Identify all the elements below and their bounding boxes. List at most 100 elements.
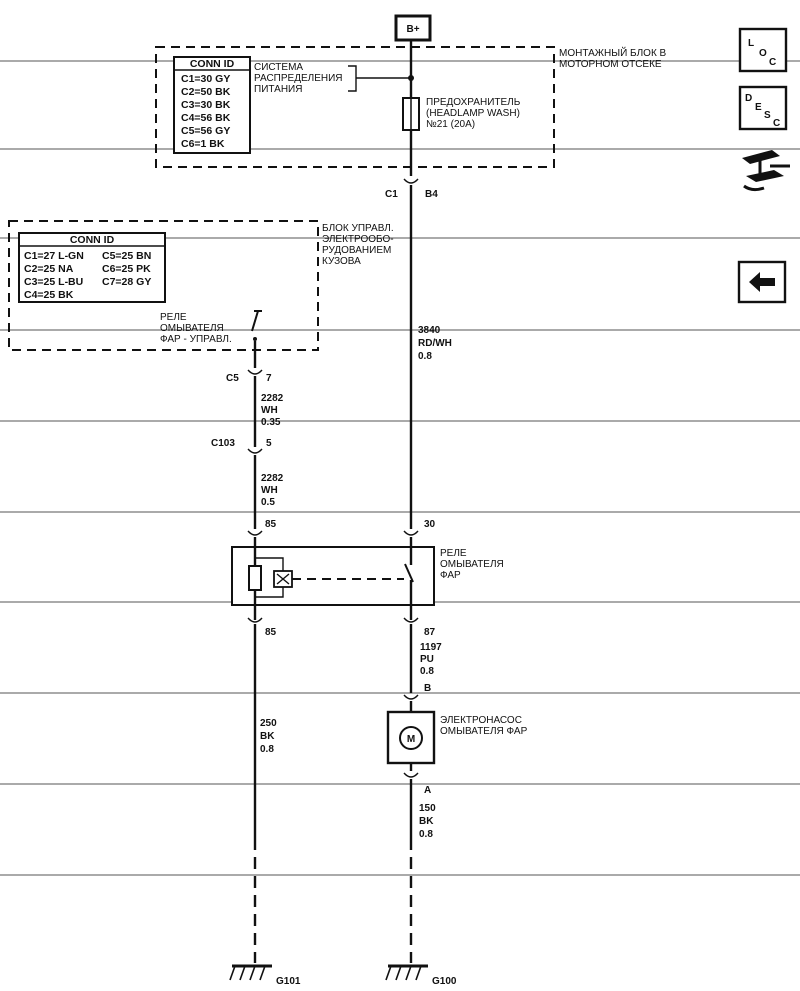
wire-number: 1197 (420, 642, 442, 653)
description-button-letter: D (745, 93, 752, 104)
relay-pin-85-top-icon (247, 530, 263, 536)
wire-color: RD/WH (418, 338, 452, 349)
ground-g101-icon (229, 964, 272, 981)
bcm-title-2: ЭЛЕКТРООБО- (322, 234, 394, 245)
location-button-letter: C (769, 57, 776, 68)
fuse-label-3: №21 (20A) (426, 119, 475, 130)
connector-c5-icon (247, 369, 263, 375)
connector-c5-label: C5 (226, 373, 239, 384)
relay-label-1: РЕЛЕ (440, 548, 467, 559)
conn-id-entry: C1=27 L-GN (24, 250, 84, 262)
description-button-letter: C (773, 118, 780, 129)
location-button-letter: L (748, 38, 754, 49)
wire-color: WH (261, 485, 278, 496)
location-button[interactable]: L O C (738, 27, 788, 73)
wire-number: 3840 (418, 325, 441, 336)
relay-pin-label: 30 (424, 519, 436, 530)
bcm-relay-label-3: ФАР - УПРАВЛ. (160, 334, 232, 345)
fuse-label-1: ПРЕДОХРАНИТЕЛЬ (426, 97, 521, 108)
bcm-box (8, 220, 319, 351)
relay-label-3: ФАР (440, 570, 461, 581)
connector-c103-pin: 5 (266, 438, 272, 449)
pump-pin-b-icon (403, 694, 419, 700)
relay-pin-85-bottom-icon (247, 617, 263, 623)
wire-color: BK (419, 816, 434, 827)
relay-pin-label: 85 (265, 627, 277, 638)
connector-icon (742, 150, 790, 192)
wire-color: BK (260, 731, 275, 742)
bcm-title-4: КУЗОВА (322, 256, 361, 267)
splice-dot (408, 75, 414, 81)
conn-id-entry: C4=25 BK (24, 289, 74, 301)
wire-color: WH (261, 405, 278, 416)
wire-number: 250 (260, 718, 277, 729)
washer-pump-motor: M (386, 710, 436, 765)
fuse-icon (402, 97, 420, 131)
power-distribution-label-2: РАСПРЕДЕЛЕНИЯ (254, 73, 343, 84)
connector-view-button[interactable] (742, 150, 790, 192)
headlamp-washer-relay (231, 537, 435, 620)
fuse-label-2: (HEADLAMP WASH) (426, 108, 520, 119)
conn-id-entry: C2=25 NA (24, 263, 74, 275)
back-button[interactable] (737, 260, 787, 304)
conn-id-title: CONN ID (190, 58, 235, 70)
conn-id-entry: C2=50 BK (181, 86, 231, 98)
wire-size: 0.5 (261, 497, 275, 508)
fuse-block-box (155, 46, 555, 168)
relay-switch-contact-icon (404, 563, 414, 583)
relay-pin-label: 87 (424, 627, 436, 638)
bcm-title-3: РУДОВАНИЕМ (322, 245, 391, 256)
fuse-block-conn-id-table: CONN ID C1=30 GY C2=50 BK C3=30 BK C4=56… (173, 56, 251, 154)
bcm-conn-id-table: CONN ID C1=27 L-GN C2=25 NA C3=25 L-BU C… (18, 232, 166, 303)
conn-id-entry: C3=25 L-BU (24, 276, 83, 288)
relay-control-switch-icon (251, 310, 262, 341)
relay-coil-icon (248, 565, 262, 591)
battery-label: B+ (406, 24, 419, 35)
bcm-relay-label-1: РЕЛЕ (160, 312, 187, 323)
relay-pin-30-top-icon (403, 530, 419, 536)
description-button[interactable]: D E S C (738, 85, 788, 131)
wire-color: PU (420, 654, 434, 665)
connector-c1-icon (403, 178, 419, 184)
conn-id-entry: C7=28 GY (102, 276, 151, 288)
arrow-left-icon (749, 272, 775, 292)
conn-id-title: CONN ID (70, 234, 115, 246)
conn-id-entry: C3=30 BK (181, 99, 231, 111)
connector-c103-label: C103 (211, 438, 235, 449)
fuse-block-title-2: МОТОРНОМ ОТСЕКЕ (559, 59, 662, 70)
pump-pin-a: A (424, 785, 431, 796)
connector-c5-pin: 7 (266, 373, 272, 384)
power-distribution-bracket (348, 65, 410, 92)
wire-size: 0.8 (418, 351, 432, 362)
pump-pin-b: B (424, 683, 431, 694)
wire-size: 0.8 (419, 829, 433, 840)
fuse-block-title-1: МОНТАЖНЫЙ БЛОК В (559, 46, 667, 59)
battery-power-source: B+ (394, 14, 432, 42)
relay-pin-label: 85 (265, 519, 277, 530)
relay-pin-87-bottom-icon (403, 617, 419, 623)
relay-label-2: ОМЫВАТЕЛЯ (440, 559, 504, 570)
bcm-title-1: БЛОК УПРАВЛ. (322, 223, 394, 234)
wire-number: 150 (419, 803, 436, 814)
ground-g100-icon (385, 964, 428, 981)
wire-size: 0.8 (420, 666, 434, 677)
power-distribution-label-3: ПИТАНИЯ (254, 84, 302, 95)
pump-pin-a-icon (403, 772, 419, 778)
conn-id-entry: C6=25 PK (102, 263, 151, 275)
ground-g101-label: G101 (276, 976, 301, 987)
pump-label-2: ОМЫВАТЕЛЯ ФАР (440, 726, 528, 737)
location-button-letter: O (759, 48, 767, 59)
conn-id-entry: C5=25 BN (102, 250, 151, 262)
power-distribution-label-1: СИСТЕМА (254, 62, 303, 73)
wire-number: 2282 (261, 393, 284, 404)
bcm-relay-label-2: ОМЫВАТЕЛЯ (160, 323, 224, 334)
wire-size: 0.8 (260, 744, 274, 755)
description-button-letter: S (764, 110, 771, 121)
conn-id-entry: C1=30 GY (181, 73, 230, 85)
wire-number: 2282 (261, 473, 284, 484)
conn-id-entry: C4=56 BK (181, 112, 231, 124)
conn-id-entry: C5=56 GY (181, 125, 230, 137)
motor-symbol: M (407, 734, 415, 745)
motor-icon (399, 726, 423, 750)
